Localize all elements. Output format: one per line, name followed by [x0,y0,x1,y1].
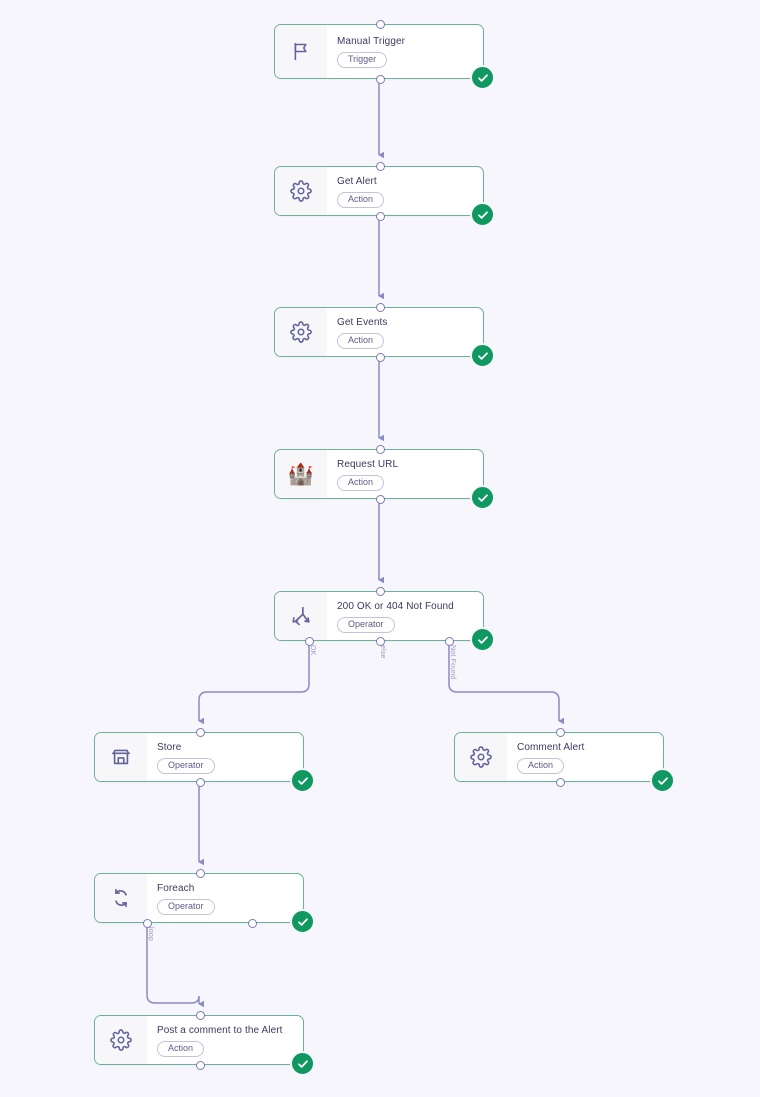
node-output-port[interactable] [375,495,385,504]
status-success-badge [470,627,495,652]
check-icon [477,492,489,504]
check-icon [477,209,489,221]
node-title: Request URL [337,458,399,470]
status-success-badge [470,485,495,510]
check-icon [297,775,309,787]
node-type-pill: Action [517,757,565,774]
node-input-port[interactable] [375,303,385,312]
node-output-port[interactable] [375,637,385,646]
node-title: 200 OK or 404 Not Found [337,600,454,612]
edge-foreach-loop-to-post [146,924,205,1008]
node-type-pill: Action [337,191,385,208]
branch-fork-icon [275,592,327,640]
check-icon [477,72,489,84]
node-input-port[interactable] [375,445,385,454]
node-type-pill: Action [337,474,385,491]
gear-icon [455,733,507,781]
castle-emoji-icon: 🏰 [275,450,327,498]
node-output-port[interactable] [375,353,385,362]
node-output-port[interactable] [445,637,455,646]
edge-label: else [379,645,386,659]
loop-icon [95,874,147,922]
node-input-port[interactable] [375,162,385,171]
node-type-pill: Action [337,332,385,349]
gear-icon [275,167,327,215]
node-input-port[interactable] [375,587,385,596]
node-type-pill: Action [157,1040,205,1057]
node-title: Post a comment to the Alert [157,1024,283,1036]
node-output-port[interactable] [195,778,205,787]
node-title: Get Events [337,316,388,328]
store-icon [95,733,147,781]
check-icon [477,634,489,646]
gear-icon [275,308,327,356]
edge-label: OK [308,645,316,656]
status-success-badge [470,343,495,368]
node-input-port[interactable] [195,728,205,737]
status-success-badge [470,202,495,227]
flag-icon [275,25,327,78]
node-input-port[interactable] [195,869,205,878]
node-type-pill: Operator [157,898,215,915]
edge-label: loop [146,927,154,942]
check-icon [657,775,669,787]
node-type-pill: Trigger [337,52,388,68]
node-title: Foreach [157,882,195,894]
node-input-port[interactable] [375,20,385,29]
node-output-port[interactable] [375,75,385,84]
edge-branch-notfound-to-comment [448,642,565,725]
edge-label: Not Found [448,645,456,680]
check-icon [297,1058,309,1070]
node-output-port[interactable] [195,1061,205,1070]
check-icon [297,916,309,928]
node-title: Comment Alert [517,741,585,753]
node-input-port[interactable] [555,728,565,737]
gear-icon [95,1016,147,1064]
node-title: Manual Trigger [337,36,406,47]
node-input-port[interactable] [195,1011,205,1020]
status-success-badge [470,65,495,90]
edge-branch-ok-to-store [198,642,310,725]
node-title: Store [157,741,182,753]
node-output-port[interactable] [555,778,565,787]
node-body: Request URL Action [327,450,483,498]
node-type-pill: Operator [337,616,395,633]
node-output-port[interactable] [143,919,152,928]
check-icon [477,350,489,362]
workflow-node-request-url[interactable]: 🏰 Request URL Action [274,445,495,510]
status-success-badge [290,1051,315,1076]
node-output-port[interactable] [248,919,257,928]
node-title: Get Alert [337,175,377,187]
status-success-badge [650,768,675,793]
node-output-port[interactable] [375,212,385,221]
status-success-badge [290,768,315,793]
node-type-pill: Operator [157,757,215,774]
status-success-badge [290,909,315,934]
node-output-port[interactable] [305,637,315,646]
